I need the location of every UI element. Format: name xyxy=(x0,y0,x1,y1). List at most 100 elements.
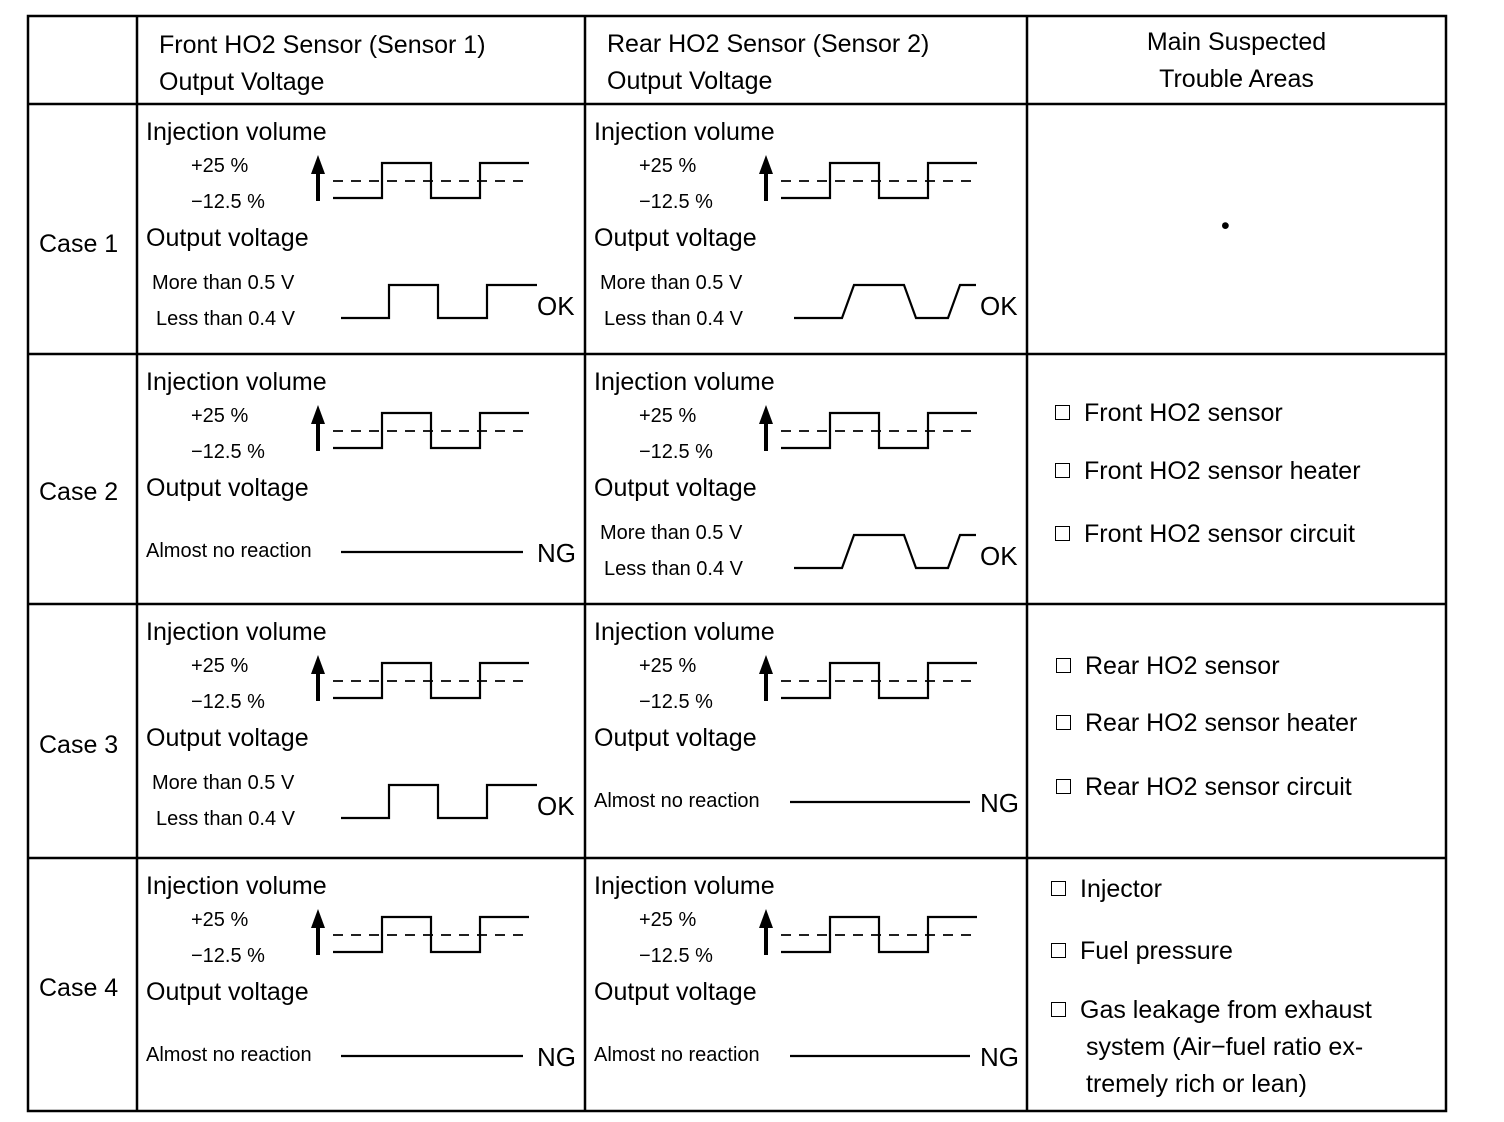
case-3-rear-result-ng: NG xyxy=(980,788,1019,818)
case-1-front-output-label: Output voltage xyxy=(146,224,309,252)
case-2-rear-plus-label: +25 % xyxy=(639,405,697,427)
checkbox-icon xyxy=(1051,881,1066,896)
case-4-area-3: Gas leakage from exhaust xyxy=(1051,996,1372,1025)
case-2-area-1: Front HO2 sensor xyxy=(1055,399,1283,428)
checkbox-icon xyxy=(1051,1002,1066,1017)
case-2-front-output-label: Output voltage xyxy=(146,474,309,502)
checkbox-icon xyxy=(1055,526,1070,541)
case-4-front-arrow-icon xyxy=(311,909,325,928)
case-2-front-no-reaction-label: Almost no reaction xyxy=(146,540,312,562)
header-rear-line1: Rear HO2 Sensor (Sensor 2) xyxy=(607,30,930,58)
case-3-rear-output-label: Output voltage xyxy=(594,724,757,752)
case-3-front-arrow-icon xyxy=(311,655,325,674)
case-4-area-3-line2: system (Air−fuel ratio ex- xyxy=(1086,1033,1364,1061)
case-3-front-output-label: Output voltage xyxy=(146,724,309,752)
case-1-rear-arrow-icon xyxy=(759,155,773,174)
case-2-rear-injection-wave xyxy=(781,411,977,450)
case-3-label: Case 3 xyxy=(39,731,119,759)
case-3-area-1: Rear HO2 sensor xyxy=(1056,652,1280,681)
case-4-front-injection-wave xyxy=(333,915,529,954)
case-3-front-more-label: More than 0.5 V xyxy=(152,772,295,794)
case-4-front-output-label: Output voltage xyxy=(146,978,309,1006)
checkbox-icon xyxy=(1055,405,1070,420)
case-3-rear-arrow-icon xyxy=(759,655,773,674)
case-2-front-result-ng: NG xyxy=(537,538,576,568)
case-2-rear-result-ok: OK xyxy=(980,541,1018,571)
case-2-front-arrow-icon xyxy=(311,405,325,424)
case-3-rear-plus-label: +25 % xyxy=(639,655,697,677)
header-rear-line2: Output Voltage xyxy=(607,67,773,95)
case-1-front-plus-label: +25 % xyxy=(191,155,249,177)
case-2-rear-less-label: Less than 0.4 V xyxy=(604,558,743,580)
case-4-rear-result-ng: NG xyxy=(980,1042,1019,1072)
case-3-front-injection-wave xyxy=(333,661,529,700)
case-1-rear-minus-label: −12.5 % xyxy=(639,191,713,213)
case-2-front-injection-label: Injection volume xyxy=(146,368,327,396)
header-rear-sensor: Rear HO2 Sensor (Sensor 2) Output Voltag… xyxy=(607,26,929,100)
case-1-front-result-ok: OK xyxy=(537,291,575,321)
case-4-front-plus-label: +25 % xyxy=(191,909,249,931)
case-2-label: Case 2 xyxy=(39,478,119,506)
case-1-areas-marker: • xyxy=(1221,212,1230,240)
case-3-rear-injection-wave xyxy=(781,661,977,700)
case-3-front-result-ok: OK xyxy=(537,791,575,821)
case-2-area-2: Front HO2 sensor heater xyxy=(1055,457,1361,486)
case-4-area-2: Fuel pressure xyxy=(1051,937,1233,966)
case-4-front-minus-label: −12.5 % xyxy=(191,945,265,967)
case-4-area-3-line3: tremely rich or lean) xyxy=(1086,1070,1307,1098)
case-2-rear-minus-label: −12.5 % xyxy=(639,441,713,463)
header-areas-line2: Trouble Areas xyxy=(1159,65,1314,93)
case-1-rear-result-ok: OK xyxy=(980,291,1018,321)
case-1-rear-output-wave xyxy=(794,283,976,320)
header-front-line1: Front HO2 Sensor (Sensor 1) xyxy=(159,31,486,59)
case-3-area-3: Rear HO2 sensor circuit xyxy=(1056,773,1352,802)
case-2-area-3: Front HO2 sensor circuit xyxy=(1055,520,1355,549)
case-2-rear-arrow-icon xyxy=(759,405,773,424)
case-1-front-less-label: Less than 0.4 V xyxy=(156,308,295,330)
case-2-rear-injection-label: Injection volume xyxy=(594,368,775,396)
case-1-label: Case 1 xyxy=(39,230,119,258)
case-1-front-injection-wave xyxy=(333,161,529,200)
case-4-rear-injection-wave xyxy=(781,915,977,954)
case-3-front-injection-label: Injection volume xyxy=(146,618,327,646)
case-3-rear-injection-label: Injection volume xyxy=(594,618,775,646)
case-4-rear-minus-label: −12.5 % xyxy=(639,945,713,967)
case-4-area-1: Injector xyxy=(1051,875,1162,904)
checkbox-icon xyxy=(1056,715,1071,730)
case-2-front-injection-wave xyxy=(333,411,529,450)
checkbox-icon xyxy=(1051,943,1066,958)
checkbox-icon xyxy=(1056,779,1071,794)
case-4-label: Case 4 xyxy=(39,974,119,1002)
case-3-rear-minus-label: −12.5 % xyxy=(639,691,713,713)
header-front-sensor: Front HO2 Sensor (Sensor 1) Output Volta… xyxy=(159,27,486,101)
case-1-rear-injection-wave xyxy=(781,161,977,200)
header-front-line2: Output Voltage xyxy=(159,68,325,96)
header-areas-line1: Main Suspected xyxy=(1146,28,1327,56)
case-1-front-injection-label: Injection volume xyxy=(146,118,327,146)
case-4-rear-injection-label: Injection volume xyxy=(594,872,775,900)
case-4-front-result-ng: NG xyxy=(537,1042,576,1072)
case-1-front-minus-label: −12.5 % xyxy=(191,191,265,213)
case-2-rear-output-label: Output voltage xyxy=(594,474,757,502)
case-3-front-plus-label: +25 % xyxy=(191,655,249,677)
case-1-rear-less-label: Less than 0.4 V xyxy=(604,308,743,330)
case-4-rear-no-reaction-label: Almost no reaction xyxy=(594,1044,760,1066)
case-2-rear-output-wave xyxy=(794,533,976,570)
case-4-rear-arrow-icon xyxy=(759,909,773,928)
case-4-front-no-reaction-label: Almost no reaction xyxy=(146,1044,312,1066)
case-1-rear-injection-label: Injection volume xyxy=(594,118,775,146)
case-1-rear-more-label: More than 0.5 V xyxy=(600,272,743,294)
case-1-rear-plus-label: +25 % xyxy=(639,155,697,177)
case-4-rear-plus-label: +25 % xyxy=(639,909,697,931)
checkbox-icon xyxy=(1055,463,1070,478)
case-3-area-2: Rear HO2 sensor heater xyxy=(1056,709,1357,738)
case-2-front-minus-label: −12.5 % xyxy=(191,441,265,463)
case-2-rear-more-label: More than 0.5 V xyxy=(600,522,743,544)
case-2-front-plus-label: +25 % xyxy=(191,405,249,427)
case-1-rear-output-label: Output voltage xyxy=(594,224,757,252)
case-3-front-output-wave xyxy=(341,783,537,820)
header-trouble-areas: Main Suspected Trouble Areas xyxy=(1027,24,1446,98)
